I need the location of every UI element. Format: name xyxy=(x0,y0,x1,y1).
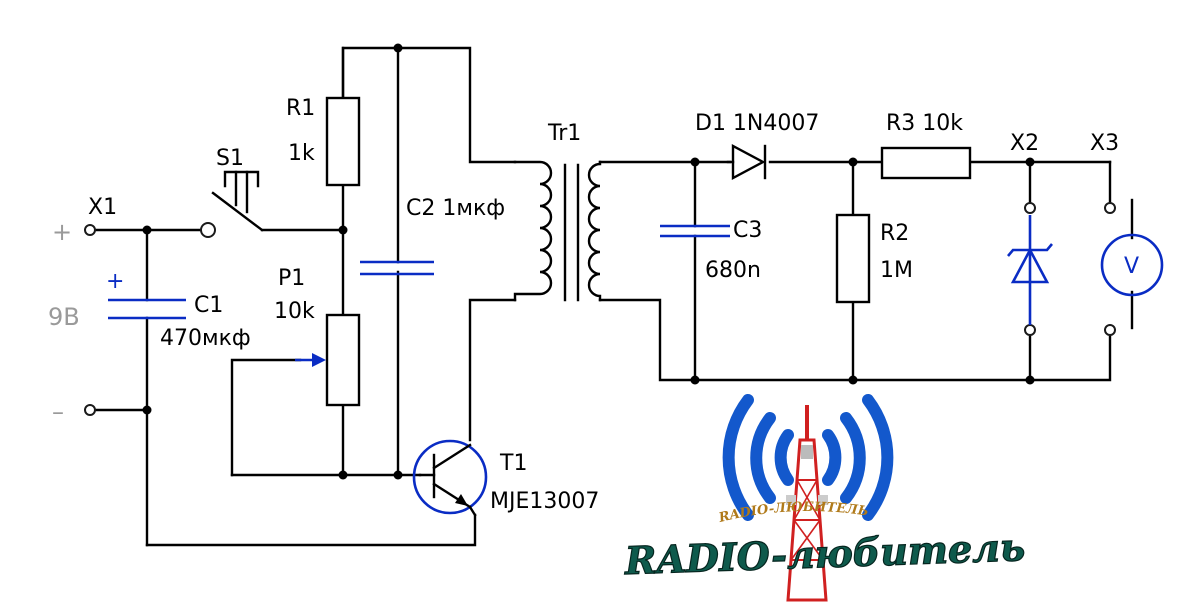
label-x1: X1 xyxy=(88,195,117,220)
switch-s1 xyxy=(211,170,264,232)
label-c1: C1 xyxy=(194,293,223,318)
label-tr1: Tr1 xyxy=(547,121,581,146)
label-c2: C2 1мкф xyxy=(406,196,505,221)
junction-x2-bottom xyxy=(1025,375,1035,385)
potentiometer-p1 xyxy=(325,313,361,407)
label-x2: X2 xyxy=(1010,131,1039,156)
label-r1-value: 1k xyxy=(288,141,315,166)
label-t1: T1 xyxy=(499,451,527,476)
label-r1: R1 xyxy=(286,96,315,121)
label-s1: S1 xyxy=(216,146,244,171)
junction-c3-top xyxy=(690,157,700,167)
logo-wave-right-inner xyxy=(822,429,842,486)
label-r3: R3 10k xyxy=(886,111,963,136)
junction-c1-minus xyxy=(142,405,152,415)
junction-c3-bottom xyxy=(690,375,700,385)
zener-diode xyxy=(1007,215,1053,325)
label-plus: + xyxy=(52,218,72,246)
logo-wave-right-mid xyxy=(840,412,866,504)
wire-secondary-bottom xyxy=(598,298,1112,382)
terminal-x2-top xyxy=(1024,202,1036,214)
label-p1: P1 xyxy=(278,266,305,291)
label-r2-value: 1M xyxy=(880,258,913,283)
diode-d1 xyxy=(726,144,767,180)
wires xyxy=(93,46,1112,547)
label-battery: 9B xyxy=(48,303,80,331)
resistor-r1 xyxy=(325,96,361,187)
capacitor-c3 xyxy=(660,224,730,238)
label-t1-value: MJE13007 xyxy=(490,489,599,514)
wire-ground-bottom xyxy=(145,513,477,547)
logo-wave-left-inner xyxy=(774,429,794,486)
radio-lyubitel-logo: RADIO-ЛЮБИТЕЛЬ RADIO-любитель xyxy=(623,394,1026,602)
resistor-r2 xyxy=(835,213,871,304)
junction-r2-top xyxy=(848,157,858,167)
label-c3-value: 680n xyxy=(705,258,761,283)
label-x3: X3 xyxy=(1090,131,1119,156)
logo-tower-icon xyxy=(786,405,828,602)
p1-wiper-arrow-icon xyxy=(295,353,326,367)
junction-top-c2 xyxy=(393,43,403,53)
junction-r1-s1 xyxy=(338,225,348,235)
capacitor-c2 xyxy=(360,260,434,276)
label-c1-plus: + xyxy=(106,269,124,294)
wire-p1-wiper-loop xyxy=(230,358,302,477)
label-p1-value: 10k xyxy=(274,299,315,324)
terminal-x2-bottom xyxy=(1024,324,1036,336)
resistor-r3 xyxy=(880,146,972,180)
transformer-tr1 xyxy=(513,160,602,302)
terminal-x3-bottom xyxy=(1104,324,1116,336)
logo-wave-left-outer xyxy=(722,394,754,521)
label-d1: D1 1N4007 xyxy=(695,111,819,136)
voltmeter xyxy=(1100,198,1164,330)
label-r2: R2 xyxy=(880,221,909,246)
terminal-x3-top xyxy=(1104,202,1116,214)
wire-collector xyxy=(468,298,517,442)
transistor-t1 xyxy=(412,439,488,517)
junction-base-c2 xyxy=(393,470,403,480)
junction-c1-plus xyxy=(142,225,152,235)
junction-base-p1 xyxy=(338,470,348,480)
label-minus: – xyxy=(52,398,64,426)
logo-wave-right-outer xyxy=(862,394,894,521)
junction-r2-bottom xyxy=(848,375,858,385)
wire-top-rail xyxy=(341,46,517,164)
label-c3: C3 xyxy=(733,218,762,243)
logo-wave-left-mid xyxy=(750,412,776,504)
terminal-x1-plus xyxy=(84,224,96,236)
terminal-s1-in xyxy=(200,222,216,238)
label-voltmeter: V xyxy=(1124,254,1139,279)
junctions xyxy=(142,43,1035,480)
labels: X1 + – 9B S1 R1 1k P1 10k + C1 470мкф C2… xyxy=(48,96,1139,514)
terminals xyxy=(84,202,1116,416)
terminal-x1-minus xyxy=(84,404,96,416)
logo-main-text: RADIO-любитель xyxy=(623,524,1026,583)
junction-x2-top xyxy=(1025,157,1035,167)
capacitor-c1 xyxy=(108,298,186,320)
label-c1-value: 470мкф xyxy=(160,326,251,351)
